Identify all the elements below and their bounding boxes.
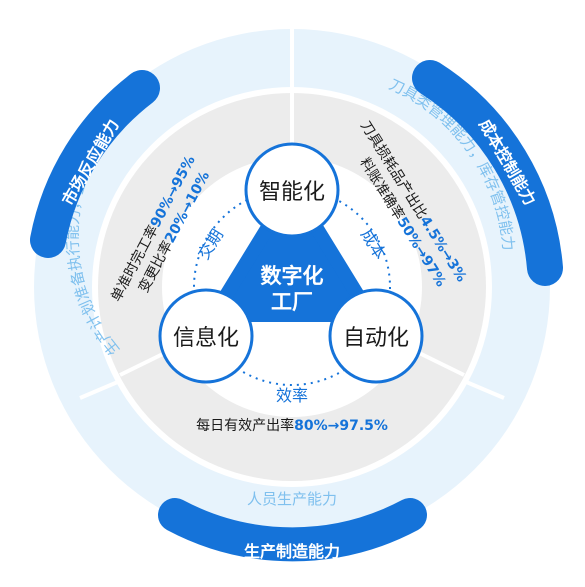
banner-left-arc: [30, 70, 160, 258]
center-triangle: [207, 181, 377, 322]
metric-bottom: 每日有效产出率80%→97.5%: [196, 417, 388, 434]
center-line2: 工厂: [271, 290, 313, 314]
node-right-label: 自动化: [343, 326, 409, 351]
dotted-ring: [193, 188, 391, 386]
center-line1: 数字化: [261, 264, 324, 288]
banner-bottom-label: 生产制造能力: [244, 542, 340, 561]
edge-bottom-label: 效率: [276, 386, 308, 405]
capability-bottom: 人员生产能力: [247, 490, 337, 508]
node-right-circle: [328, 288, 424, 384]
node-top-label: 智能化: [259, 180, 325, 205]
node-top-circle: [244, 142, 340, 238]
banner-right-arc: [412, 60, 563, 286]
node-left-label: 信息化: [173, 326, 239, 351]
node-left-circle: [158, 288, 254, 384]
banner-bottom-arc: [158, 498, 427, 562]
